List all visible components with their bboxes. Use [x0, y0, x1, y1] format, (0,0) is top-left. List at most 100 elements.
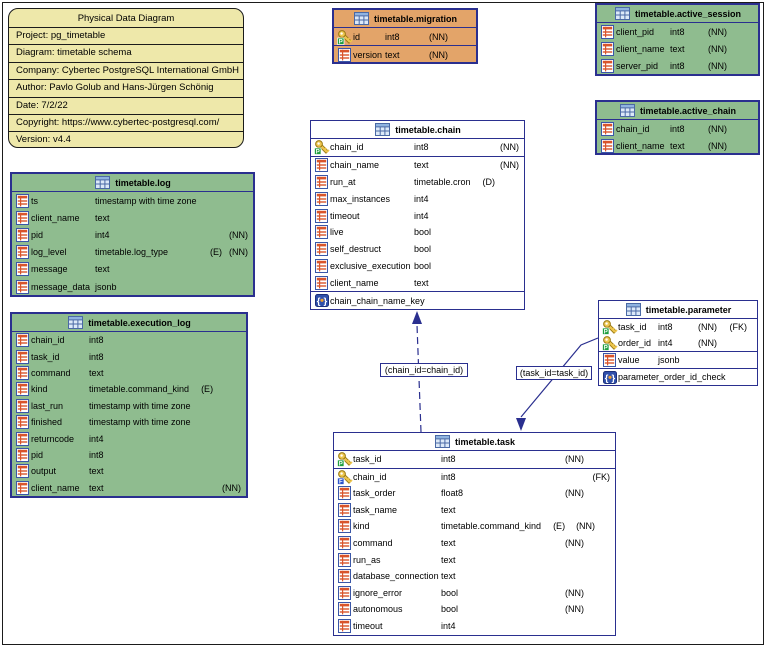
- relationship-parameter-task-line[interactable]: [520, 337, 599, 418]
- column-type: text: [670, 140, 685, 151]
- column-icon: [313, 275, 330, 290]
- column-type: text: [670, 43, 685, 54]
- relationship-task-chain-line[interactable]: [416, 324, 422, 433]
- column-flag: (NN): [229, 247, 248, 258]
- column-name: finished: [31, 417, 63, 428]
- column-icon: [336, 569, 353, 584]
- column-icon: [14, 193, 31, 208]
- column-name: kind: [31, 384, 48, 395]
- column-name: chain_name: [330, 160, 380, 171]
- table-header[interactable]: timetable.task: [334, 433, 615, 451]
- table-header[interactable]: timetable.parameter: [599, 301, 757, 319]
- column-name: exclusive_execution: [330, 260, 411, 271]
- column-icon: [599, 138, 616, 153]
- relationship-label-chain-id[interactable]: (chain_id=chain_id): [380, 363, 468, 377]
- column-type: text: [89, 482, 104, 493]
- table-header[interactable]: timetable.active_session: [597, 5, 758, 23]
- table-header[interactable]: timetable.log: [12, 174, 253, 192]
- constraint-row-parameter_order_id_check[interactable]: { } parameter_order_id_check: [599, 369, 757, 385]
- table-header[interactable]: timetable.execution_log: [12, 314, 246, 332]
- relationship-label-task-id[interactable]: (task_id=task_id): [516, 366, 592, 380]
- constraint-row-chain_chain_name_key[interactable]: { } chain_chain_name_key: [311, 292, 524, 309]
- column-name: task_id: [353, 454, 382, 465]
- table-icon: [614, 7, 631, 20]
- column-icon: [336, 519, 353, 534]
- table-header[interactable]: timetable.chain: [311, 121, 524, 139]
- diagram-info-box[interactable]: Physical Data Diagram Project: pg_timeta…: [8, 8, 244, 148]
- column-icon: [601, 353, 618, 367]
- column-type: int4: [658, 338, 673, 348]
- column-type: text: [441, 571, 456, 582]
- table-title: timetable.active_session: [634, 8, 742, 19]
- column-type: text: [89, 367, 104, 378]
- column-name: command: [353, 538, 393, 548]
- column-type: int8: [89, 335, 104, 346]
- table-header[interactable]: timetable.active_chain: [597, 102, 758, 120]
- key-p-icon: P: [601, 335, 618, 351]
- table-icon: [434, 435, 451, 448]
- column-flag: (NN): [708, 123, 727, 134]
- column-type: int4: [414, 193, 429, 204]
- column-type: timetable.log_type: [95, 247, 169, 258]
- table-header[interactable]: timetable.migration: [334, 10, 476, 28]
- column-type: text: [414, 160, 429, 171]
- column-name: pid: [31, 229, 44, 240]
- column-name: client_name: [31, 482, 80, 493]
- column-name: client_pid: [616, 26, 655, 37]
